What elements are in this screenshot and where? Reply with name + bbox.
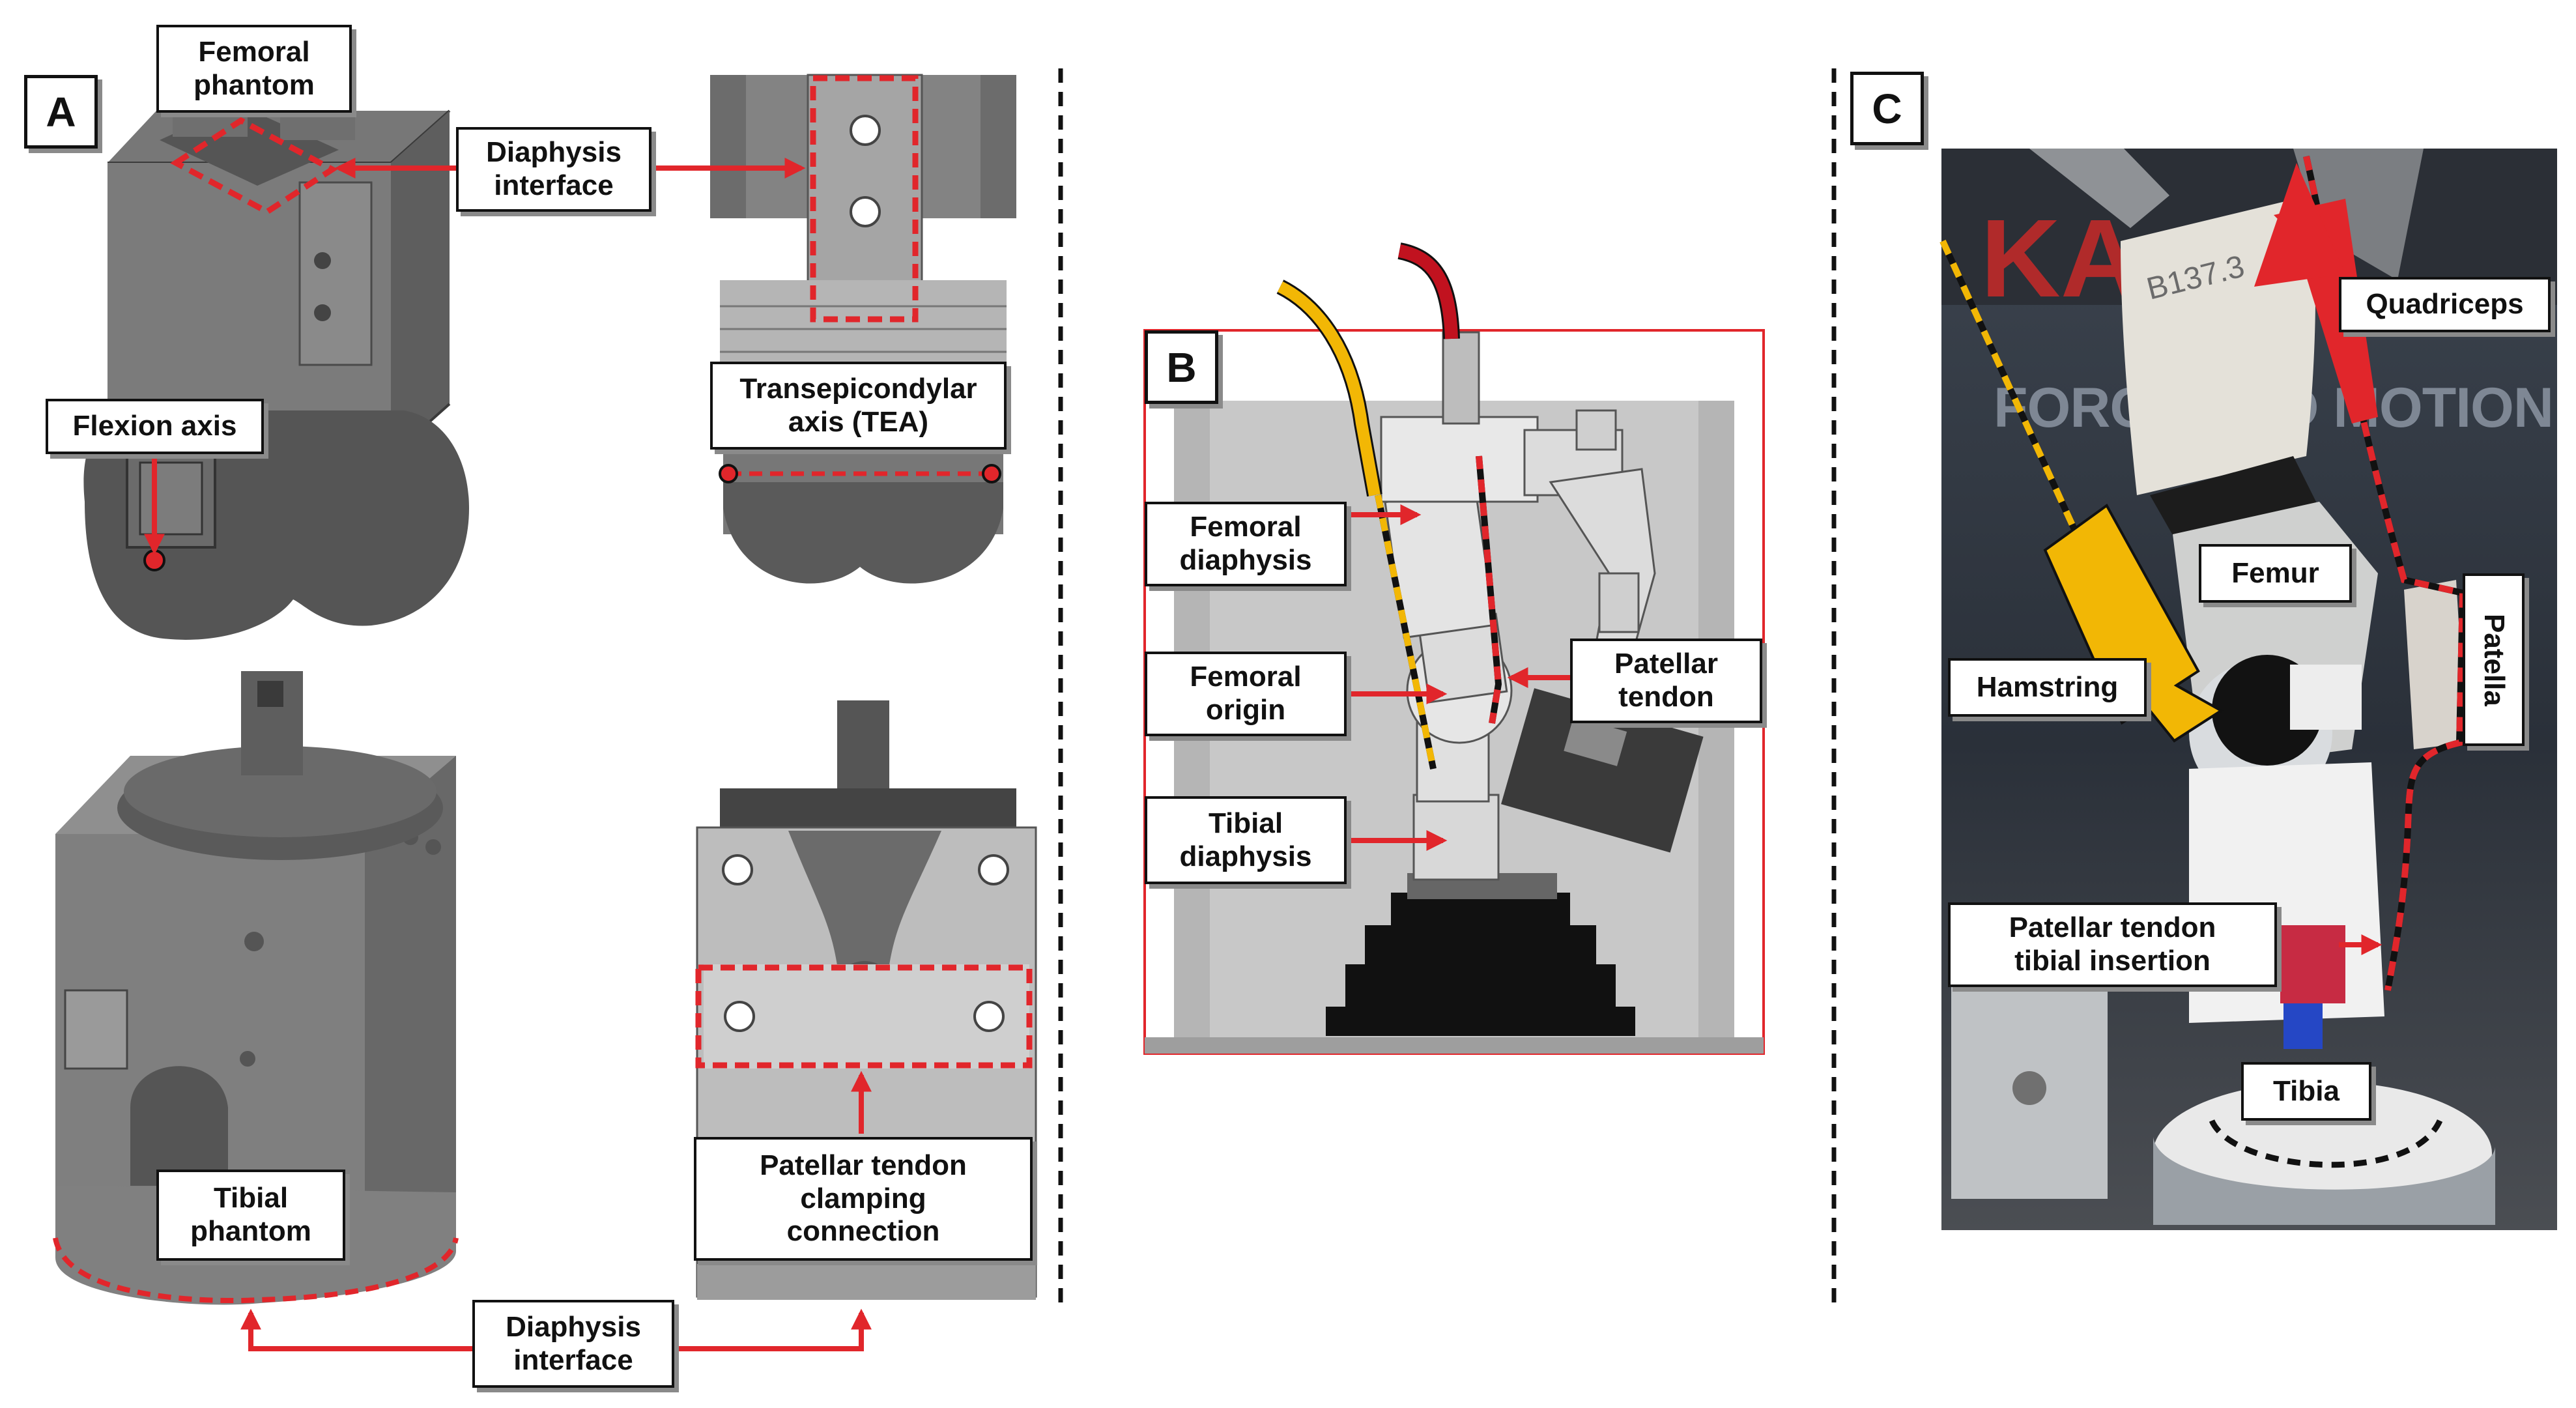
label-femoral-origin: Femoral origin (1145, 652, 1347, 736)
label-tibia: Tibia (2241, 1062, 2371, 1121)
label-flexion-axis: Flexion axis (46, 399, 264, 454)
label-femur: Femur (2199, 544, 2352, 603)
label-femoral-diaphysis: Femoral diaphysis (1145, 502, 1347, 586)
femoral-front-diaphysis-interface-outline (810, 75, 919, 323)
label-hamstring: Hamstring (1948, 658, 2147, 717)
arrow-diaphysis-bottom-left (240, 1308, 472, 1351)
label-tibial-diaphysis: Tibial diaphysis (1145, 796, 1347, 884)
hamstring-force-arrow (2043, 503, 2224, 743)
femoral-phantom-front-view (710, 74, 1016, 584)
label-diaphysis-interface-top: Diaphysis interface (456, 127, 651, 212)
panel-label-a: A (24, 75, 98, 149)
tibia-interface-line (2209, 1119, 2443, 1168)
arrow-diaphysis-bottom-right (674, 1308, 872, 1351)
tea-lateral-point (719, 464, 738, 483)
label-pt-tibial-insertion: Patellar tendon tibial insertion (1948, 902, 2277, 987)
tea-medial-point (982, 464, 1001, 483)
label-tibial-phantom: Tibial phantom (156, 1170, 345, 1261)
photo-brand-logo: KA (1981, 197, 2141, 321)
label-quadriceps: Quadriceps (2339, 277, 2551, 332)
quadriceps-force-head (2254, 163, 2345, 287)
quadriceps-patellar-line (2303, 155, 2467, 991)
label-patellar-tendon-b: Patellar tendon (1570, 639, 1762, 723)
tibial-front-diaphysis-interface-outline (695, 964, 1033, 1069)
femoral-phantom-iso-view (83, 78, 470, 640)
label-patella: Patella (2463, 573, 2525, 746)
label-pt-clamping: Patellar tendon clamping connection (694, 1137, 1033, 1261)
tibial-phantom-iso-view (55, 671, 456, 1305)
tibial-diaphysis-interface-outline (53, 1237, 459, 1304)
femoral-diaphysis-interface-outline (170, 117, 338, 216)
label-femoral-phantom: Femoral phantom (156, 25, 352, 113)
label-tea: Transepicondylar axis (TEA) (710, 362, 1007, 450)
label-diaphysis-interface-bottom: Diaphysis interface (472, 1300, 674, 1388)
panel-label-b: B (1145, 330, 1218, 404)
panel-label-c: C (1850, 72, 1924, 145)
